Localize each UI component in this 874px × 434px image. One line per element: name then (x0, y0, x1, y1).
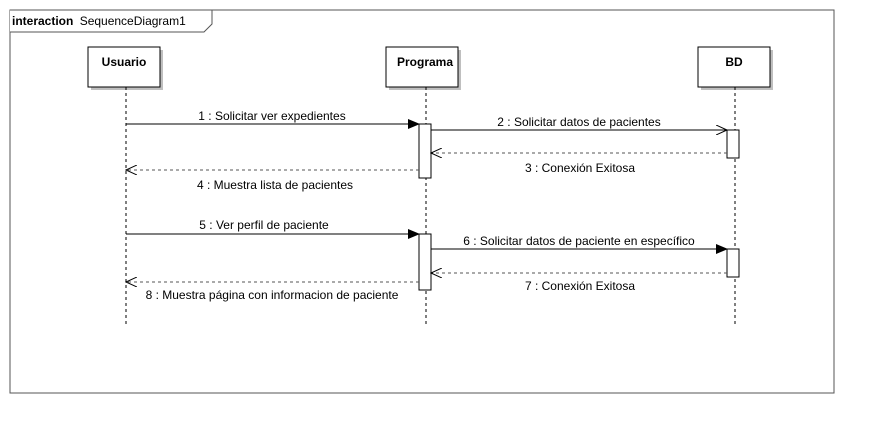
svg-text:interaction SequenceDiag: interaction SequenceDiagram1 (12, 14, 186, 28)
frame-keyword: interaction (12, 14, 73, 28)
message-label-6: 6 : Solicitar datos de paciente en espec… (463, 234, 695, 248)
lifeline-label-bd: BD (725, 55, 743, 69)
lifeline-label-usuario: Usuario (102, 55, 147, 69)
message-7: 7 : Conexión Exitosa (431, 273, 727, 293)
lifeline-bd: BD (697, 46, 773, 327)
message-label-2: 2 : Solicitar datos de pacientes (497, 115, 660, 129)
message-1: 1 : Solicitar ver expedientes (126, 109, 420, 129)
message-label-1: 1 : Solicitar ver expedientes (198, 109, 345, 123)
message-6: 6 : Solicitar datos de paciente en espec… (431, 234, 728, 254)
message-5: 5 : Ver perfil de paciente (126, 218, 420, 239)
frame-name: SequenceDiagram1 (80, 14, 186, 28)
message-8: 8 : Muestra página con informacion de pa… (126, 282, 419, 302)
message-4: 4 : Muestra lista de pacientes (126, 170, 419, 192)
message-label-5: 5 : Ver perfil de paciente (199, 218, 329, 232)
message-2: 2 : Solicitar datos de pacientes (431, 115, 727, 130)
message-label-3: 3 : Conexión Exitosa (525, 161, 635, 175)
message-3: 3 : Conexión Exitosa (431, 153, 727, 175)
activation-programa-2 (418, 233, 432, 291)
lifeline-usuario: Usuario (87, 46, 163, 327)
lifeline-programa: Programa (385, 46, 461, 327)
activation-bd-1 (726, 129, 740, 159)
message-label-8: 8 : Muestra página con informacion de pa… (146, 288, 399, 302)
activation-programa-1 (418, 123, 432, 179)
lifeline-label-programa: Programa (397, 55, 453, 69)
activation-bd-2 (726, 248, 740, 278)
interaction-frame: interaction SequenceDiagram1 (9, 9, 835, 394)
message-label-7: 7 : Conexión Exitosa (525, 279, 635, 293)
message-label-4: 4 : Muestra lista de pacientes (197, 178, 353, 192)
